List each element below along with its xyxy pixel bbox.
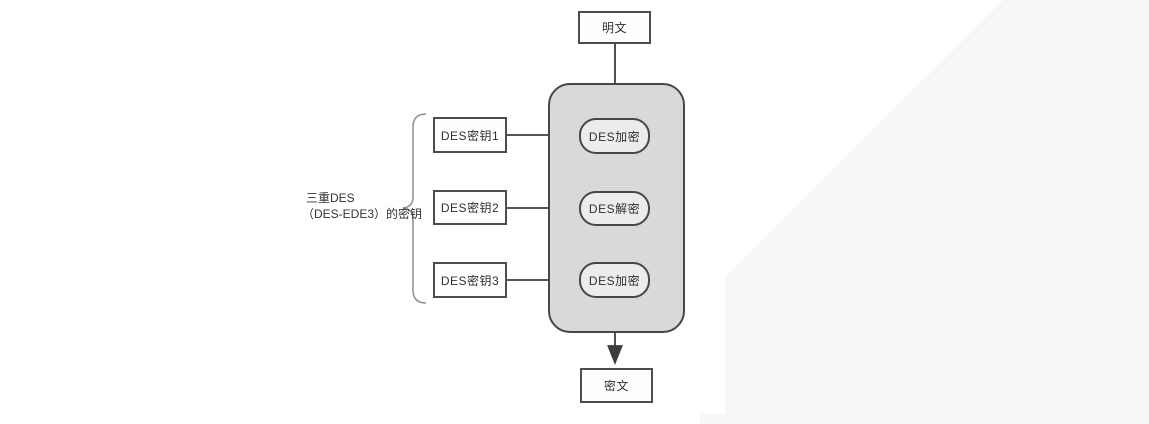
stage-des-encrypt-2: DES加密 <box>579 262 650 298</box>
plaintext-box: 明文 <box>578 11 651 44</box>
brace-caption-line2: （DES-EDE3）的密钥 <box>302 207 423 221</box>
stage-des-encrypt-1: DES加密 <box>579 118 650 154</box>
brace-caption-line1: 三重DES <box>306 191 355 205</box>
key-label: DES密钥1 <box>440 128 500 143</box>
key-box-3: DES密钥3 <box>433 262 507 298</box>
key-box-1: DES密钥1 <box>433 117 507 153</box>
key-label: DES密钥3 <box>440 273 500 288</box>
key-box-2: DES密钥2 <box>433 190 507 225</box>
brace-caption: 三重DES （DES-EDE3）的密钥 <box>302 190 423 222</box>
stage-label: DES加密 <box>588 129 641 144</box>
stage-label: DES解密 <box>588 202 641 216</box>
ciphertext-label: 密文 <box>603 379 629 393</box>
key-label: DES密钥2 <box>440 201 500 215</box>
stage-label: DES加密 <box>588 273 641 288</box>
plaintext-label: 明文 <box>601 21 627 35</box>
curly-brace <box>402 113 427 304</box>
stage-des-decrypt: DES解密 <box>579 191 650 226</box>
ciphertext-box: 密文 <box>580 368 653 403</box>
